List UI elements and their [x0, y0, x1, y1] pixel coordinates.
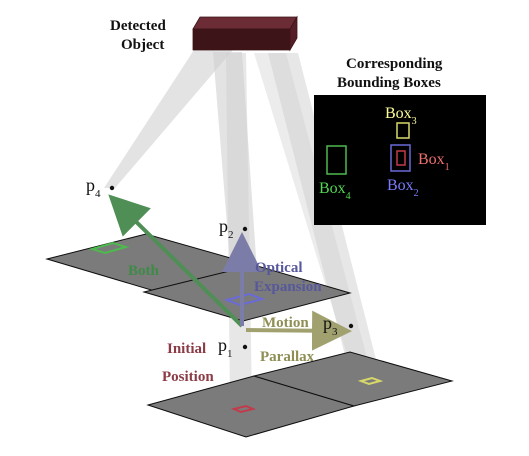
detected-object-label-line-2: Object: [121, 37, 164, 53]
initial-position-label-line-1: Initial: [167, 341, 206, 357]
optical-expansion-label-line-2: Expansion: [254, 279, 322, 295]
plane-box-red: [230, 404, 257, 414]
ray-to-p4: [104, 50, 233, 188]
plane-box-yellow: [357, 376, 384, 386]
arrow-motion-parallax: [245, 310, 352, 351]
panel-box-1: [396, 150, 406, 166]
corresponding-boxes-title-line-2: Bounding Boxes: [337, 75, 441, 91]
detected-object: [192, 15, 298, 52]
motion-parallax-label-line-2: Parallax: [260, 349, 315, 365]
point-labels: p4 p2 p1 p3: [86, 175, 354, 360]
p4-label: p4: [86, 175, 101, 200]
object-front-face: [192, 28, 291, 51]
panel-background: [314, 95, 486, 225]
panel-box-3: [396, 122, 410, 139]
plane-middle: [142, 264, 352, 322]
panel-box-2: [390, 144, 411, 172]
bounding-box-panel: Box3 Box1 Box4 Box2: [314, 95, 486, 225]
object-side-face: [289, 15, 298, 52]
p2-label: p2: [219, 216, 234, 241]
image-planes: [45, 233, 454, 438]
text-labels: Detected Object Corresponding Bounding B…: [110, 18, 443, 385]
motion-parallax-label-line-1: Motion: [262, 315, 309, 331]
detected-object-label-line-1: Detected: [110, 18, 166, 34]
panel-box-3-label: Box3: [385, 105, 417, 127]
plane-box-green: [88, 241, 130, 255]
corresponding-boxes-title-line-1: Corresponding: [346, 56, 443, 72]
optical-expansion-label-line-1: Optical: [255, 260, 303, 276]
both-label: Both: [128, 263, 160, 279]
initial-position-label-line-2: Position: [162, 369, 214, 385]
p2-dot: [242, 226, 248, 232]
panel-box-1-label: Box1: [418, 151, 450, 173]
panel-box-4: [326, 145, 347, 175]
panel-box-4-label: Box4: [319, 180, 351, 202]
plane-bottom-right: [252, 351, 454, 407]
p1-label: p1: [218, 335, 233, 360]
p1-dot: [242, 344, 248, 350]
object-top-face: [192, 16, 298, 30]
p4-dot: [109, 185, 115, 191]
motion-arrows: [108, 194, 352, 351]
p3-dot: [348, 323, 354, 329]
panel-box-2-label: Box2: [387, 177, 419, 199]
arrow-both: [108, 194, 244, 328]
p3-label: p3: [323, 313, 338, 338]
